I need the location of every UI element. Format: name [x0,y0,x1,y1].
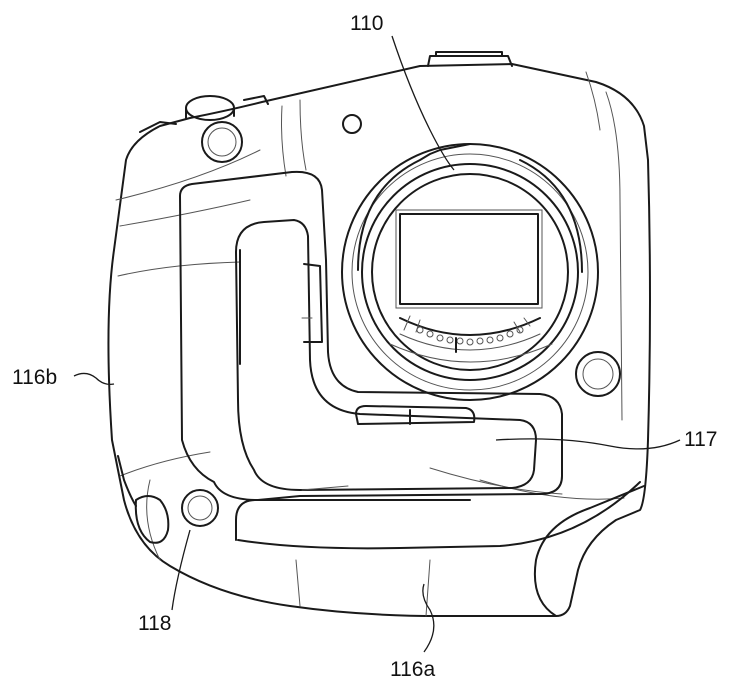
leader-110 [391,35,455,171]
hand-grip-shape [533,485,645,617]
side-grip-edge [117,455,137,507]
image-sensor [399,213,539,305]
camera-body-outline [107,63,651,617]
body-contours [115,71,625,617]
cover-outer [179,170,563,501]
button-118 [181,489,219,527]
label-117: 117 [684,428,717,451]
label-116b: 116b [12,366,57,389]
front-buttons [201,121,621,397]
label-116a: 116a [390,658,435,681]
leader-117 [495,438,681,450]
lens-mount [341,114,599,401]
leader-116a [422,583,435,653]
leader-118 [171,529,191,611]
mount-contacts [399,315,541,353]
cover-inner [235,219,537,491]
label-110: 110 [350,12,383,35]
top-controls [139,51,513,133]
label-118: 118 [138,612,171,635]
front-grip-panel [235,499,471,541]
leader-116b [73,372,115,386]
